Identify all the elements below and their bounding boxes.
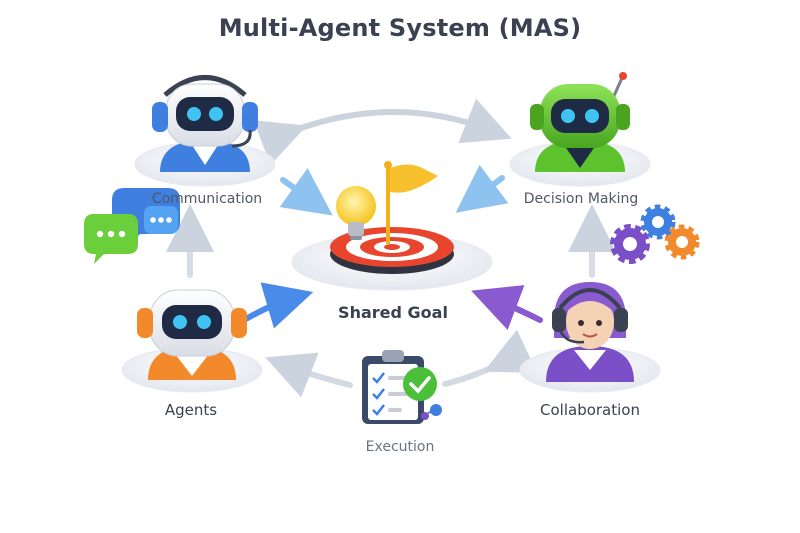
headset-robot-icon bbox=[152, 75, 258, 172]
cycle-arrows bbox=[166, 98, 616, 398]
arrow-decision-goal bbox=[455, 164, 509, 213]
label-collaboration: Collaboration bbox=[540, 401, 640, 419]
label-decision-making: Decision Making bbox=[523, 191, 639, 207]
chat-bubbles-icon bbox=[84, 188, 180, 264]
antenna-robot-icon bbox=[530, 72, 630, 172]
arrow-collaboration-execution bbox=[442, 329, 538, 387]
arrow-communication-decision bbox=[253, 98, 512, 166]
label-communication: Communication bbox=[151, 191, 263, 207]
arrow-agents-goal bbox=[241, 282, 314, 329]
arrow-communication-goal bbox=[279, 168, 333, 216]
checklist-icon bbox=[362, 350, 442, 424]
label-execution: Execution bbox=[365, 439, 435, 455]
lightbulb-icon bbox=[336, 186, 376, 240]
diagram-title: Multi-Agent System (MAS) bbox=[218, 14, 582, 42]
arrow-collaboration-goal bbox=[471, 285, 543, 331]
arrow-execution-agents bbox=[265, 352, 353, 398]
headset-person-icon bbox=[546, 282, 634, 382]
label-shared-goal: Shared Goal bbox=[338, 303, 448, 322]
robot-icon bbox=[137, 289, 247, 380]
label-agents: Agents bbox=[164, 401, 218, 419]
gears-icon bbox=[610, 204, 700, 264]
